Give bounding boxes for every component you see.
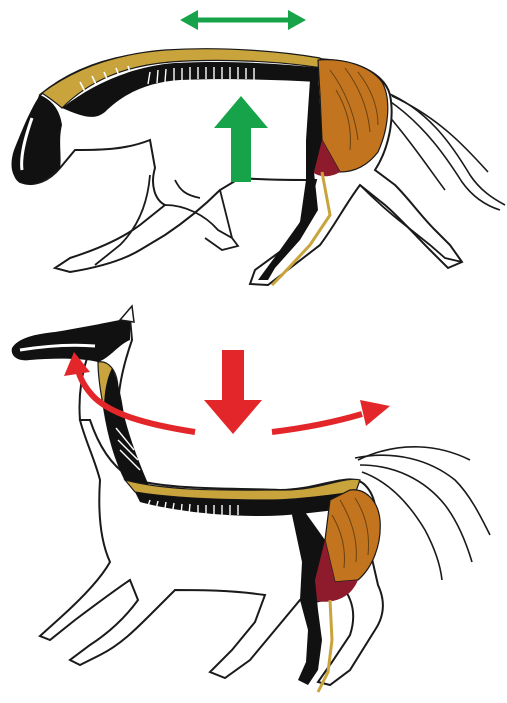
horse-top-panel (0, 0, 507, 300)
horse-top-illustration (0, 0, 507, 300)
horse-head (12, 95, 62, 184)
horse-bottom-illustration (0, 300, 507, 703)
ear (120, 306, 134, 322)
horse-bottom-panel (0, 300, 507, 703)
horizontal-double-arrow (180, 10, 306, 30)
down-arrow (204, 350, 262, 434)
arrow-to-tail (272, 400, 390, 432)
